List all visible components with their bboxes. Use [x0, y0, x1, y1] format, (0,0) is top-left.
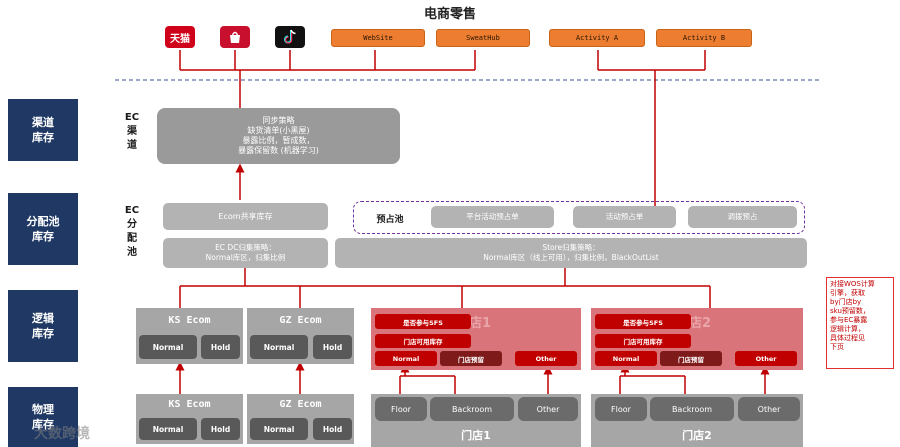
row-label-logic: 逻辑 库存 — [8, 290, 78, 362]
activity-b-button[interactable]: Activity B — [656, 29, 752, 47]
ks-physical-hold[interactable]: Hold — [201, 418, 240, 440]
store1-name: 门店1 — [461, 429, 491, 442]
store1-normal-pill[interactable]: Normal — [375, 351, 437, 366]
ks-ecom-physical-title: KS Ecom — [168, 398, 211, 410]
note-line-6: 逻辑计算， — [830, 325, 865, 333]
note-line-5: 参与EC暴露 — [830, 316, 868, 324]
store2-available-pill: 门店可用库存 — [595, 334, 691, 348]
note-line-7: 具体过程见 — [830, 334, 865, 342]
sync-line-4: 暴露保留数 (机器学习) — [238, 146, 319, 155]
store1-sfs-pill[interactable]: 是否参与SFS — [375, 314, 471, 329]
store2-name: 门店2 — [682, 429, 712, 442]
ks-physical-normal[interactable]: Normal — [139, 418, 197, 440]
tiktok-icon[interactable] — [275, 26, 305, 48]
note-line-2: 引擎，获取 — [830, 289, 865, 297]
tmall-logo[interactable]: 天猫 — [165, 26, 195, 48]
store2-normal-pill[interactable]: Normal — [595, 351, 657, 366]
ec-channel-label: EC 渠 道 — [124, 112, 140, 151]
store2-logic-watermark: 店2 — [688, 315, 712, 331]
store1-floor[interactable]: Floor — [375, 397, 427, 421]
store2-backroom[interactable]: Backroom — [650, 397, 734, 421]
note-line-1: 对接WOS计算 — [830, 280, 875, 288]
store2-reserve-pill[interactable]: 门店预留 — [660, 351, 722, 366]
gz-physical-normal[interactable]: Normal — [250, 418, 308, 440]
reserve-pool-label: 预占池 — [376, 214, 404, 225]
gz-ecom-logic-title: GZ Ecom — [279, 314, 322, 326]
store-strategy-box: Store归集策略： Normal库区（线上可用），归集比例，BlackOutL… — [335, 238, 807, 268]
gz-ecom-physical-title: GZ Ecom — [279, 398, 322, 410]
reserve-pool-frame — [353, 201, 805, 234]
row-label-channel: 渠道 库存 — [8, 99, 78, 161]
gz-logic-normal[interactable]: Normal — [250, 335, 308, 359]
note-line-8: 下页 — [830, 343, 844, 351]
store2-floor[interactable]: Floor — [595, 397, 647, 421]
sync-line-3: 暴露比例，暂成数， — [242, 136, 315, 145]
activity-a-button[interactable]: Activity A — [549, 29, 645, 47]
note-line-3: by门店by — [830, 298, 862, 306]
website-channel-button[interactable]: WebSite — [331, 29, 425, 47]
page-title: 电商零售 — [423, 6, 476, 22]
store1-available-pill: 门店可用库存 — [375, 334, 471, 348]
gz-logic-hold[interactable]: Hold — [313, 335, 352, 359]
store1-backroom[interactable]: Backroom — [430, 397, 514, 421]
store-strategy-line-2: Normal库区（线上可用），归集比例，BlackOutList — [483, 253, 659, 262]
activity-reserve-order[interactable]: 活动预占单 — [573, 206, 676, 228]
transfer-reserve[interactable]: 调拨预占 — [688, 206, 797, 228]
store2-sfs-pill[interactable]: 是否参与SFS — [595, 314, 691, 329]
ec-pool-label: EC 分 配 池 — [124, 205, 140, 258]
ks-logic-normal[interactable]: Normal — [139, 335, 197, 359]
ec-dc-line-1: EC DC归集策略： — [215, 243, 276, 252]
store1-logic-watermark: 店1 — [468, 315, 492, 331]
ecom-shared-inventory: Ecom共享库存 — [163, 203, 328, 230]
platform-reserve-order[interactable]: 平台活动预占单 — [431, 206, 554, 228]
gz-physical-hold[interactable]: Hold — [313, 418, 352, 440]
ks-ecom-logic-title: KS Ecom — [168, 314, 211, 326]
store2-other-pill[interactable]: Other — [735, 351, 797, 366]
sync-line-2: 缺货清单(小黑屋) — [247, 126, 310, 135]
sweathub-channel-button[interactable]: SweatHub — [436, 29, 530, 47]
note-line-4: sku预留数， — [830, 307, 870, 315]
store1-reserve-pill[interactable]: 门店预留 — [440, 351, 502, 366]
wos-engine-note: 对接WOS计算 引擎，获取 by门店by sku预留数， 参与EC暴露 逻辑计算… — [826, 277, 894, 369]
sync-line-1: 同步策略 — [262, 116, 295, 125]
store1-other-pill[interactable]: Other — [515, 351, 577, 366]
store-strategy-line-1: Store归集策略： — [542, 243, 600, 252]
row-label-pool: 分配池 库存 — [8, 193, 78, 265]
tmall-logo-label: 天猫 — [170, 33, 190, 45]
watermark-text: 大数跨境 — [34, 426, 90, 442]
ks-logic-hold[interactable]: Hold — [201, 335, 240, 359]
store1-other[interactable]: Other — [518, 397, 578, 421]
sync-strategy-box: 同步策略 缺货清单(小黑屋) 暴露比例，暂成数， 暴露保留数 (机器学习) — [157, 108, 400, 164]
store2-other[interactable]: Other — [738, 397, 800, 421]
row-label-physical: 物理 库存 — [8, 387, 78, 447]
store-bag-icon[interactable] — [220, 26, 250, 48]
ec-dc-line-2: Normal库区，归集比例 — [205, 253, 286, 262]
ec-dc-strategy-box: EC DC归集策略： Normal库区，归集比例 — [163, 238, 328, 268]
